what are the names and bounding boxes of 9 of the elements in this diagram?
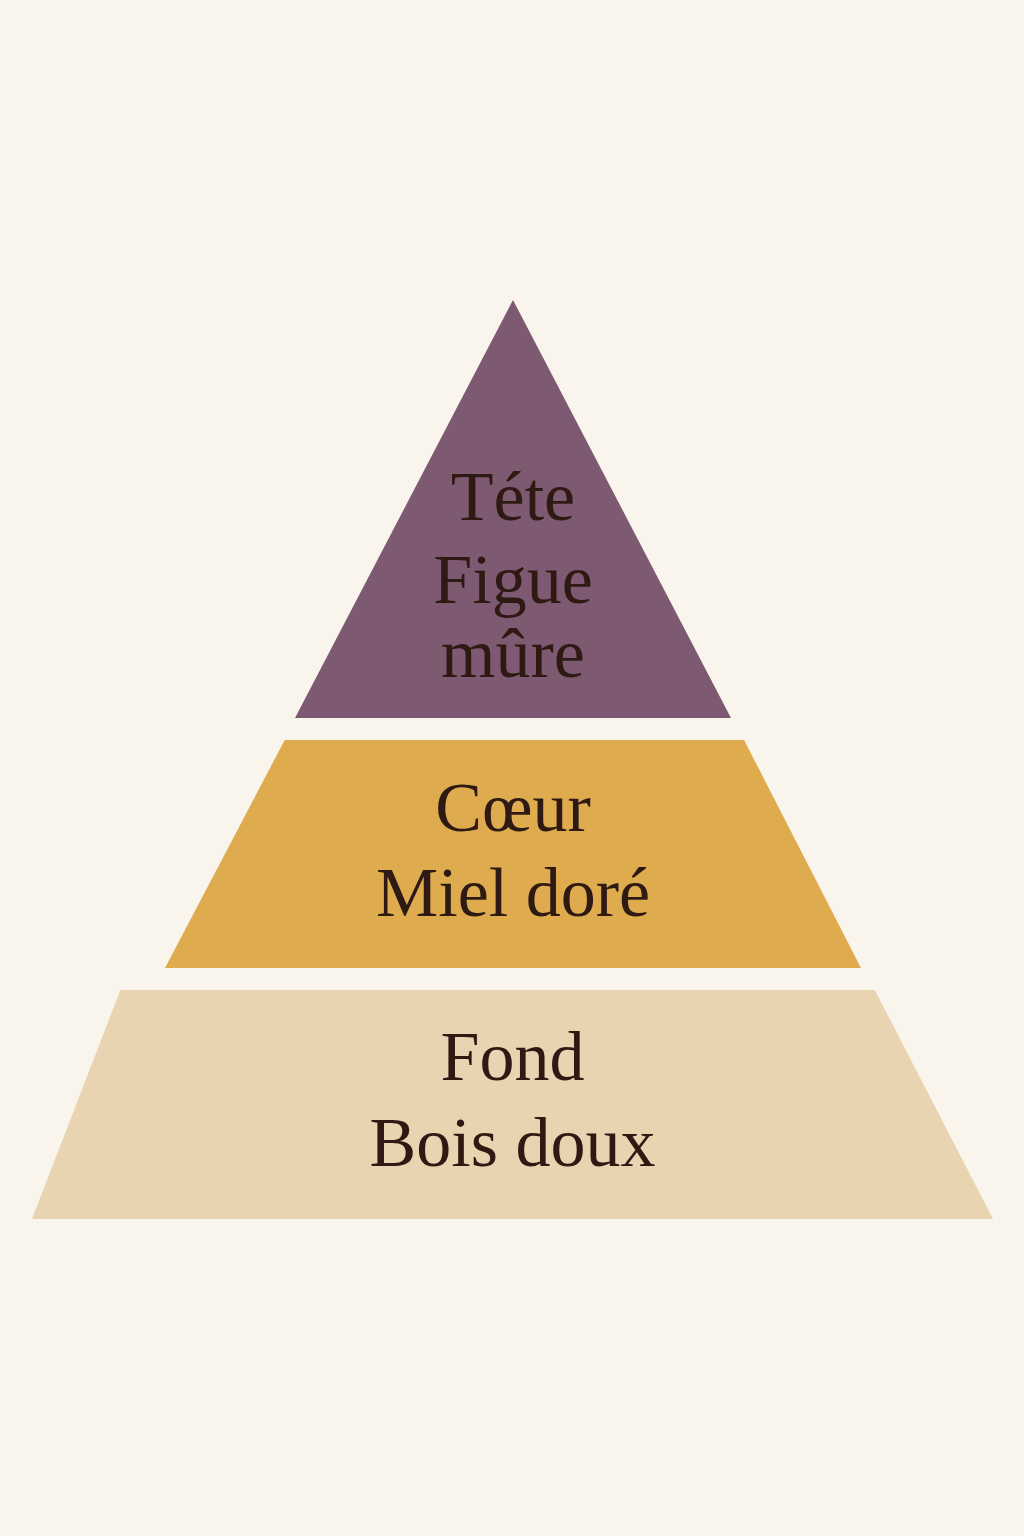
tier-notes: Miel doré <box>375 856 651 930</box>
tier-title: Fond <box>440 1020 585 1094</box>
tier-notes: Bois doux <box>369 1106 656 1180</box>
triangle-tier <box>295 300 731 718</box>
tier-title: Cœur <box>435 771 591 845</box>
trapezoid-tier <box>32 990 993 1219</box>
tier-notes: Figue mûre <box>432 543 594 691</box>
tier-title: Téte <box>450 460 576 534</box>
trapezoid-tier <box>165 740 861 968</box>
